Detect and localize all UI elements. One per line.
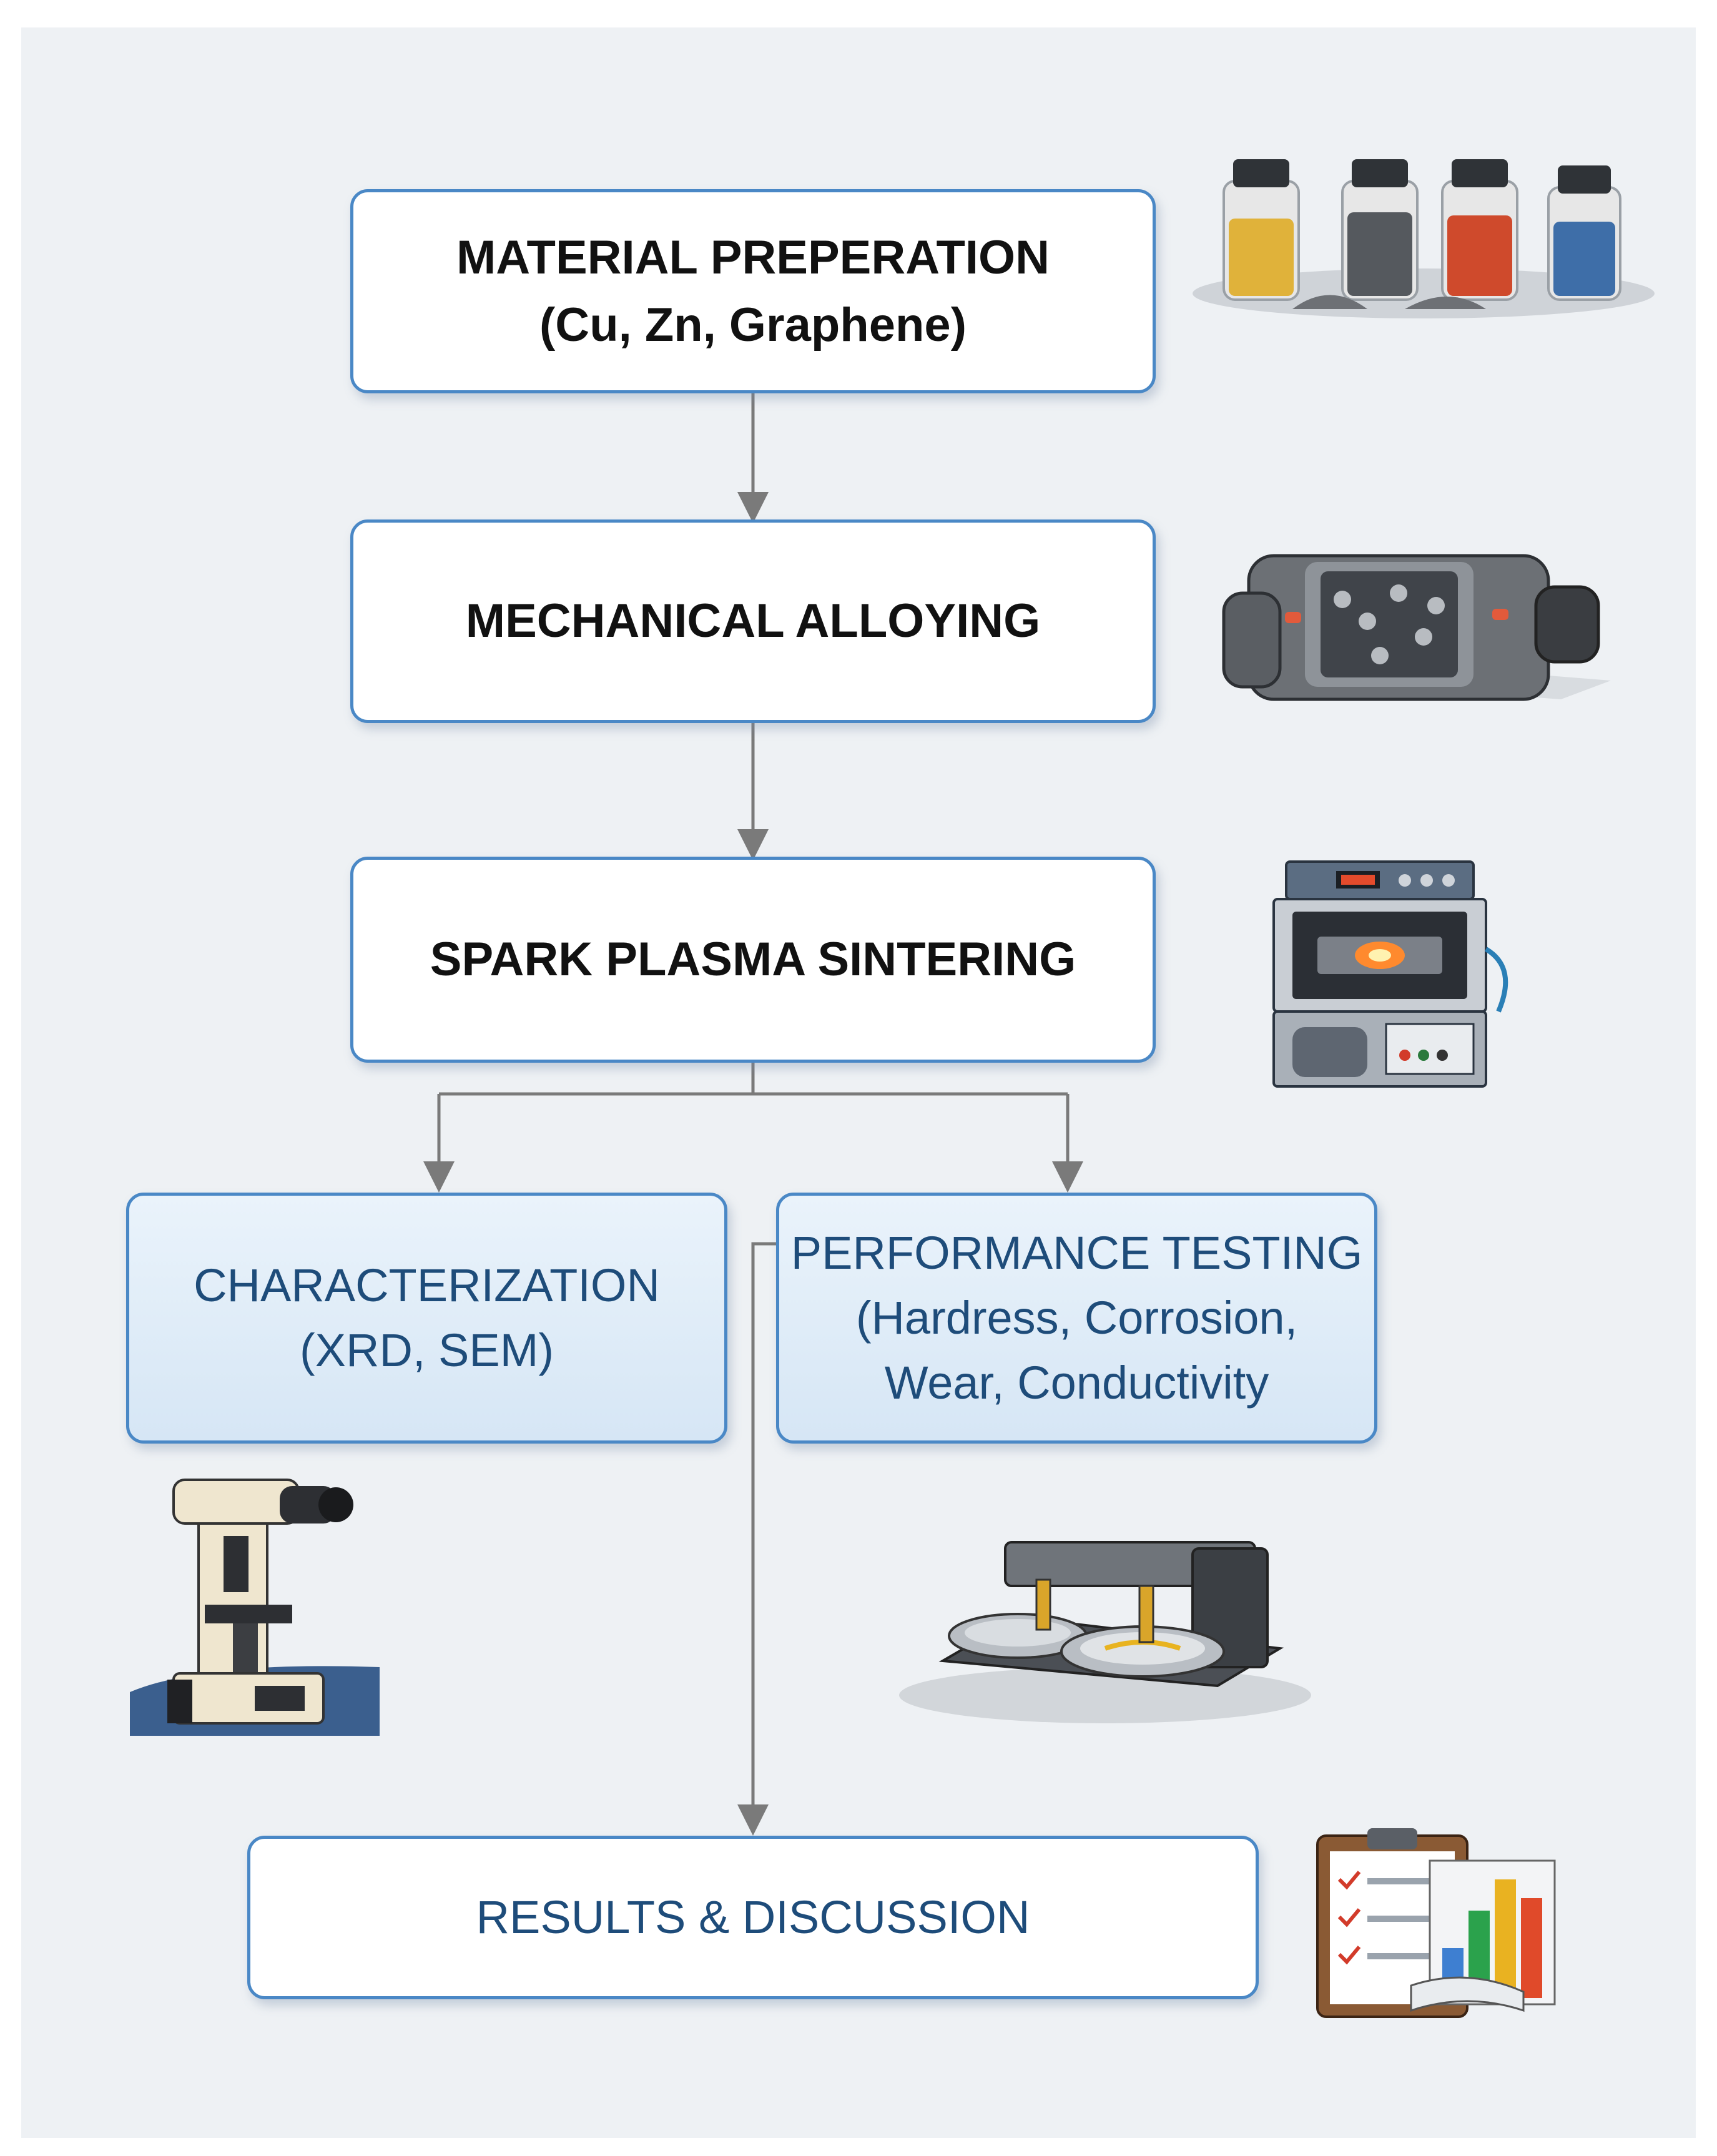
sintering-machine-icon [1272, 860, 1508, 1088]
performance-testing-line3: Wear, Conductivity [884, 1357, 1269, 1409]
wear-tester-icon [899, 1541, 1311, 1723]
results-discussion-box: RESULTS & DISCUSSION [247, 1836, 1259, 1999]
characterization-title: CHARACTERIZATION [194, 1259, 660, 1311]
material-preparation-box: MATERIAL PREPERATION (Cu, Zn, Graphene) [350, 189, 1156, 393]
ball-mill-icon [1222, 554, 1611, 701]
mechanical-alloying-box: MECHANICAL ALLOYING [350, 519, 1156, 723]
clipboard-report-icon [1316, 1828, 1556, 2018]
mechanical-alloying-title: MECHANICAL ALLOYING [465, 594, 1041, 647]
performance-testing-title: PERFORMANCE TESTING [790, 1227, 1363, 1279]
performance-testing-line2: (Hardress, Corrosion, [855, 1292, 1298, 1344]
powder-jars-icon [1193, 159, 1655, 318]
spark-plasma-sintering-title: SPARK PLASMA SINTERING [430, 933, 1076, 986]
characterization-box: CHARACTERIZATION (XRD, SEM) [126, 1193, 727, 1444]
performance-testing-box: PERFORMANCE TESTING (Hardress, Corrosion… [776, 1193, 1377, 1444]
spark-plasma-sintering-box: SPARK PLASMA SINTERING [350, 857, 1156, 1063]
microscope-icon [130, 1479, 380, 1736]
results-discussion-title: RESULTS & DISCUSSION [476, 1891, 1030, 1943]
characterization-subtitle: (XRD, SEM) [300, 1324, 554, 1376]
material-preparation-subtitle: (Cu, Zn, Graphene) [539, 298, 967, 352]
material-preparation-title: MATERIAL PREPERATION [456, 230, 1050, 284]
